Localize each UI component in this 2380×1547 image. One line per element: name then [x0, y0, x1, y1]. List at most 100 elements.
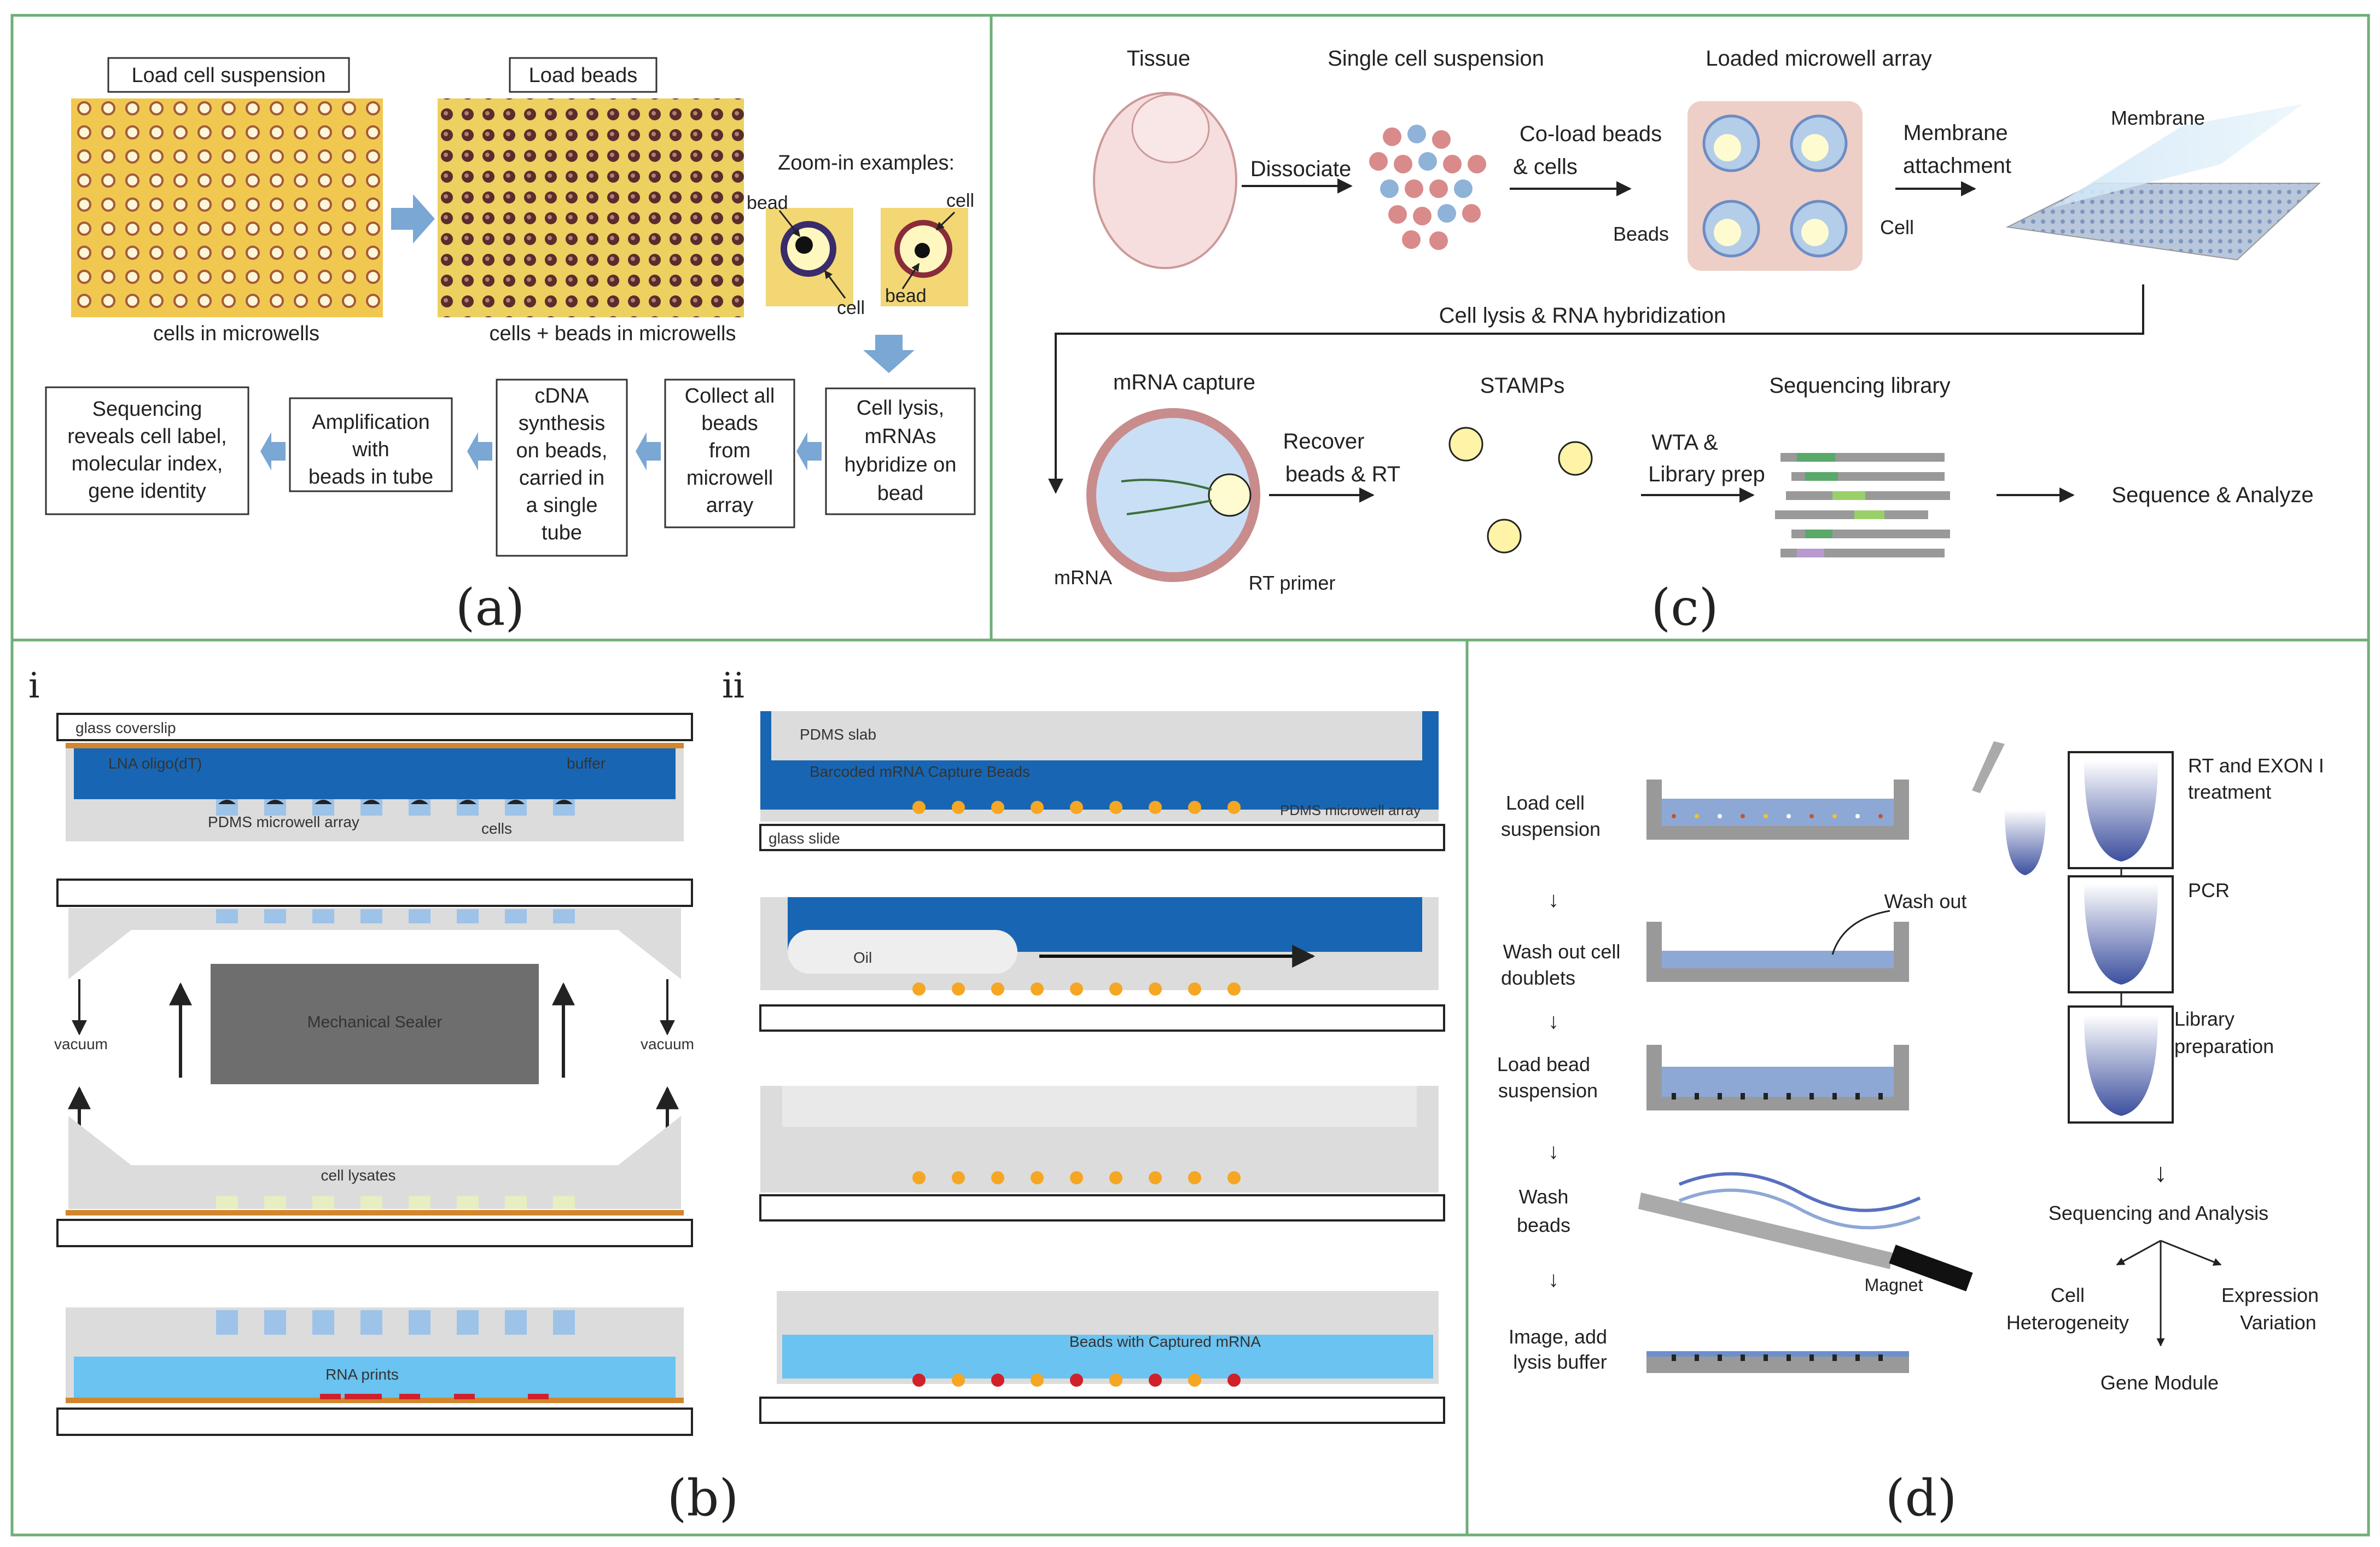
- pdms-slab-label: PDMS slab: [800, 726, 876, 743]
- microwell: [553, 1310, 575, 1335]
- step-5-line-1: Sequencing: [92, 398, 202, 421]
- step-4-line-1: Amplification: [312, 411, 429, 434]
- bead-mark: [1031, 982, 1044, 996]
- step-box-2: [664, 379, 795, 528]
- cell-dot-mark: [1878, 814, 1883, 818]
- magnet-image: [1889, 1244, 1973, 1292]
- microwell: [409, 1310, 430, 1335]
- bead-dot-mark: [1787, 1354, 1791, 1361]
- cell-mark: [218, 800, 236, 804]
- microwell: [216, 1196, 238, 1209]
- library-label-1: Library: [2174, 1008, 2234, 1030]
- down-arrow-icon: ↓: [1548, 888, 1559, 912]
- rt-label-2: treatment: [2188, 781, 2271, 803]
- bead-mark: [1149, 1171, 1162, 1184]
- panel-d: Load cell suspension ↓ Wash out cell dou…: [1497, 741, 2324, 1527]
- bead-mark: [912, 1374, 926, 1387]
- loaded-array-label: Loaded microwell array: [1706, 46, 1932, 71]
- well-3: [1646, 1045, 1909, 1110]
- step-4-line-3: beads in tube: [309, 466, 433, 488]
- cell-dot-mark: [1672, 814, 1676, 818]
- bead-mark: [991, 1374, 1004, 1387]
- mech-label: Mechanical Sealer: [307, 1013, 443, 1031]
- single-cell-label: Single cell suspension: [1328, 46, 1544, 71]
- bead-dot-mark: [1878, 1354, 1883, 1361]
- step-3-line-5: a single: [526, 494, 598, 517]
- bead-mark: [1149, 801, 1162, 814]
- bead-dot-mark: [1741, 1354, 1745, 1361]
- down-arrow-icon: ↓: [1548, 1267, 1559, 1292]
- bead-mark: [1188, 801, 1201, 814]
- step-5-line-4: gene identity: [88, 480, 206, 503]
- panel-c-label: (c): [1651, 578, 1718, 637]
- d-load-bead-1: Load bead: [1497, 1053, 1590, 1075]
- capture-well-image: [1086, 408, 1260, 582]
- cell-label-c: Cell: [1880, 216, 1914, 239]
- bead-dot-mark: [1764, 1354, 1768, 1361]
- bead-mark: [952, 801, 965, 814]
- step-box-4: [289, 397, 453, 492]
- d-wash-out-1: Wash out cell: [1503, 940, 1621, 963]
- load-beads-label: Load beads: [529, 64, 638, 87]
- bead-dot-mark: [1832, 1354, 1837, 1361]
- tissue-label: Tissue: [1127, 46, 1190, 71]
- bead-mark: [1109, 1374, 1122, 1387]
- step-2-line-1: Collect all: [685, 385, 775, 408]
- well-2: [1646, 922, 1909, 982]
- cell-dot-mark: [1809, 814, 1814, 818]
- step-1-line-1: Cell lysis,: [857, 397, 944, 420]
- gene-module-label: Gene Module: [2100, 1371, 2219, 1394]
- bead-mark: [991, 982, 1004, 996]
- down-arrow-icon: ↓: [1548, 1009, 1559, 1033]
- step-5-line-3: molecular index,: [72, 452, 223, 475]
- microwell: [264, 1196, 286, 1209]
- load-cell-label: Load cell suspension: [132, 64, 326, 87]
- microwell: [264, 1310, 286, 1335]
- bead-mark: [1188, 1171, 1201, 1184]
- step-box-5: [45, 386, 249, 515]
- step-1-line-2: mRNAs: [865, 425, 936, 448]
- microwell: [457, 1196, 479, 1209]
- step-2-line-4: microwell: [686, 467, 773, 490]
- stamp-beads-image: [1448, 427, 1593, 554]
- cells-in-microwells-label: cells in microwells: [153, 322, 319, 345]
- hetero-label-2: Heterogeneity: [2006, 1311, 2129, 1334]
- rna-prints-label: RNA prints: [325, 1366, 399, 1383]
- wta-label-1: WTA &: [1651, 431, 1718, 455]
- hetero-label-1: Cell: [2051, 1284, 2085, 1306]
- buffer-label: buffer: [567, 755, 606, 772]
- bead-label: bead: [747, 193, 788, 213]
- microwell: [505, 1196, 527, 1209]
- glass-coverslip: [56, 713, 693, 741]
- step-3-line-3: on beads,: [516, 439, 608, 462]
- panel-d-label: (d): [1886, 1469, 1957, 1527]
- mechanical-sealer: [211, 964, 539, 1084]
- bead-dot-mark: [1787, 1093, 1791, 1100]
- bead-mark: [1227, 982, 1241, 996]
- membrane-array-image: [2005, 183, 2321, 261]
- bead-dot-mark: [1855, 1093, 1860, 1100]
- recover-label-2: beads & RT: [1285, 462, 1401, 486]
- bead-dot-mark: [1878, 1093, 1883, 1100]
- d-wash-beads-2: beads: [1517, 1214, 1570, 1236]
- microwell: [360, 909, 382, 923]
- panel-b: i ii glass coverslip LNA oligo(dT) buffe…: [28, 666, 1445, 1527]
- cell-mark: [266, 800, 284, 804]
- bead-mark: [1109, 982, 1122, 996]
- rna-print-mark: [320, 1394, 341, 1399]
- magnet-label: Magnet: [1865, 1275, 1923, 1295]
- tube-icon: [2005, 810, 2046, 875]
- cells-label: cells: [481, 820, 512, 837]
- bead-mark: [1109, 801, 1122, 814]
- oil-label: Oil: [853, 949, 872, 966]
- bead-mark: [1070, 1374, 1083, 1387]
- step-box-1: [825, 387, 976, 515]
- cell-dot-mark: [1695, 814, 1699, 818]
- down-arrow-icon: ↓: [1548, 1139, 1559, 1164]
- microwell: [457, 909, 479, 923]
- beads-label: Beads: [1613, 223, 1669, 245]
- d-wash-out-2: doublets: [1501, 967, 1575, 989]
- cells-beads-label: cells + beads in microwells: [490, 322, 736, 345]
- tilted-well: [1638, 1193, 1893, 1269]
